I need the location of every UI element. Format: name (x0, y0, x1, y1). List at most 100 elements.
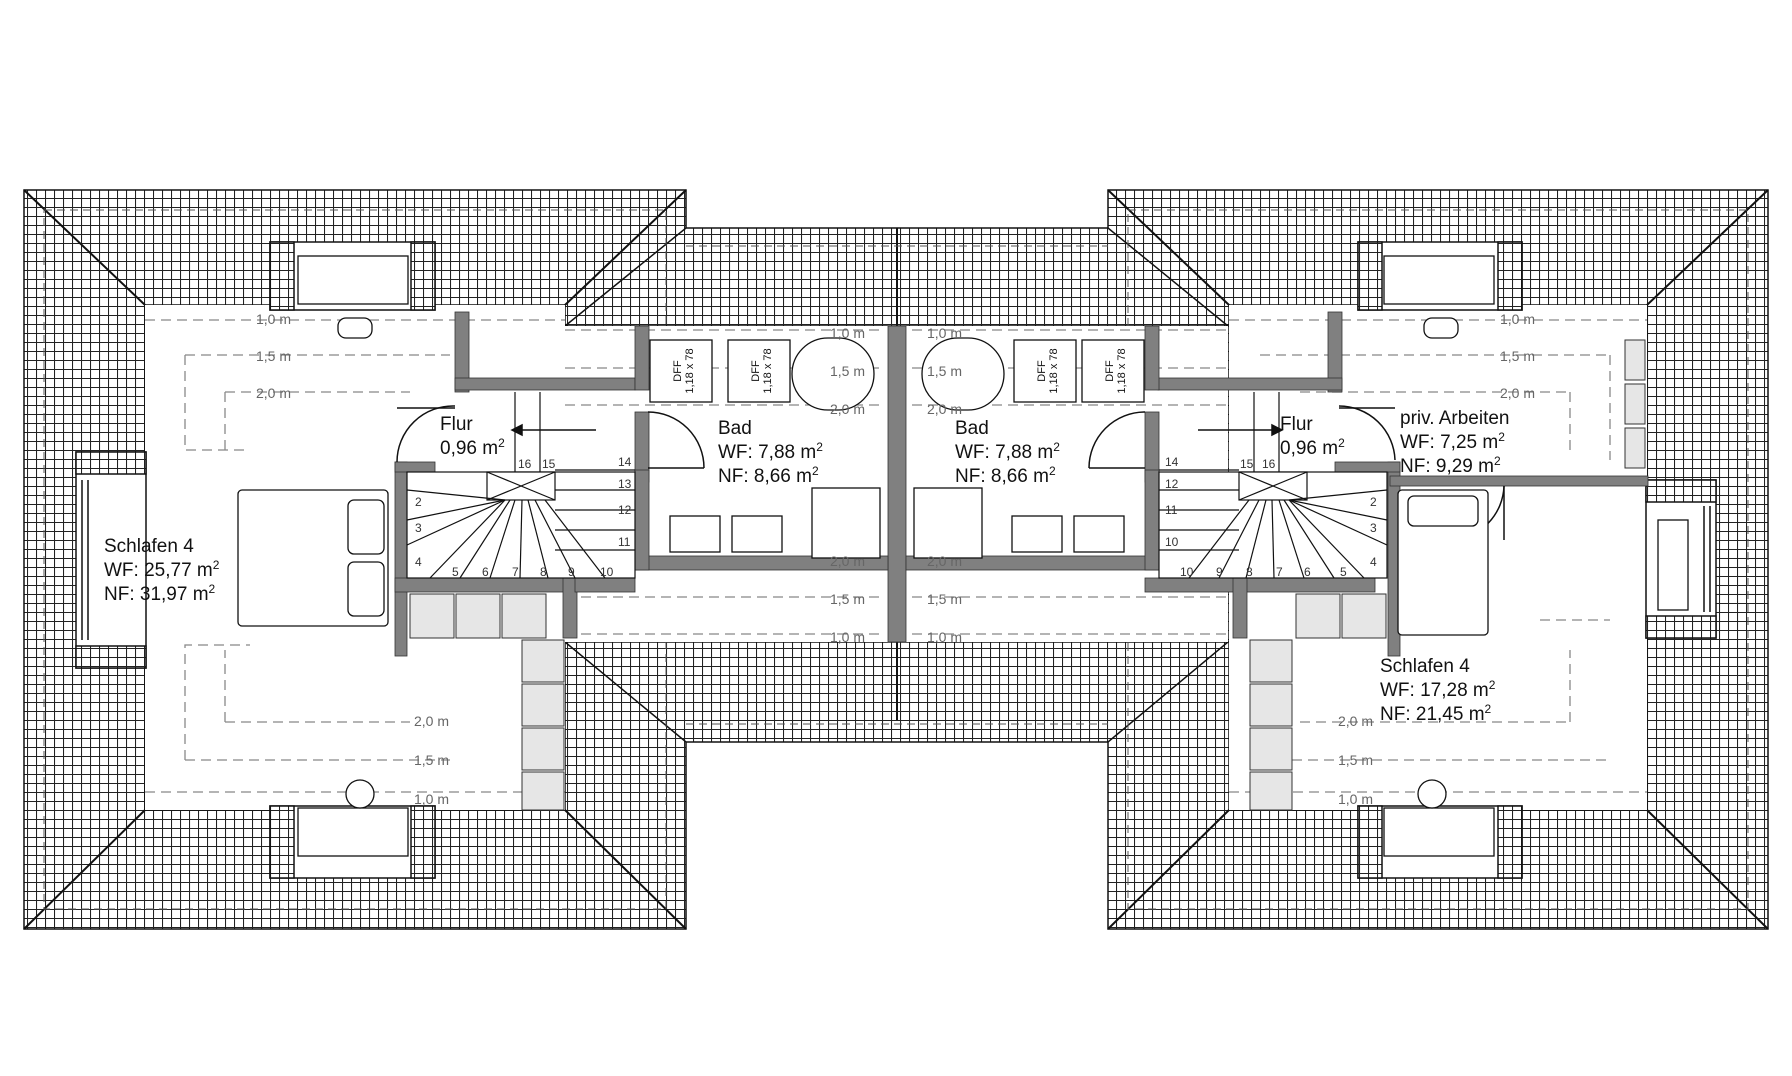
svg-text:NF: 21,45 m2: NF: 21,45 m2 (1380, 702, 1492, 725)
area-sup: 2 (498, 436, 505, 450)
height-label: 2,0 m (830, 553, 865, 569)
area-sup: 2 (1338, 436, 1345, 450)
stair-step: 16 (518, 457, 532, 471)
stair-arrows (510, 423, 1284, 437)
skylight-label: DFF (672, 360, 684, 382)
height-label: 2,0 m (830, 401, 865, 417)
skylight-size: 1,18 x 78 (1048, 348, 1060, 393)
height-label: 2,0 m (1500, 385, 1535, 401)
area-sup: 2 (1489, 678, 1496, 692)
stair-step: 8 (540, 565, 547, 579)
stair-step: 6 (482, 565, 489, 579)
svg-text:WF: 17,28 m2: WF: 17,28 m2 (1380, 678, 1496, 701)
svg-text:NF: 31,97 m2: NF: 31,97 m2 (104, 582, 216, 605)
stair-step: 12 (1165, 477, 1179, 491)
stair-step: 3 (1370, 521, 1377, 535)
room-nf-bad-right: NF: 8,66 m (955, 466, 1049, 487)
stairs-right (1158, 392, 1388, 579)
height-label: 1,5 m (927, 591, 962, 607)
area-sup: 2 (1049, 464, 1056, 478)
room-wf-schlafen-left: WF: 25,77 m (104, 560, 213, 581)
room-name-schlafen-left: Schlafen 4 (104, 536, 194, 557)
room-name-bad-left: Bad (718, 418, 752, 439)
svg-text:WF: 7,88 m2: WF: 7,88 m2 (955, 440, 1060, 463)
svg-text:WF: 7,88 m2: WF: 7,88 m2 (718, 440, 823, 463)
svg-text:WF: 25,77 m2: WF: 25,77 m2 (104, 558, 220, 581)
height-label: 1,5 m (1500, 348, 1535, 364)
room-nf-schlafen-left: NF: 31,97 m (104, 584, 209, 605)
stair-step: 10 (600, 565, 614, 579)
stair-step: 7 (512, 565, 519, 579)
roof (23, 189, 1769, 930)
svg-text:0,96 m2: 0,96 m2 (1280, 436, 1345, 459)
height-label: 1,0 m (414, 791, 449, 807)
skylight-label: DFF (1036, 360, 1048, 382)
height-label: 1,5 m (414, 752, 449, 768)
room-nf-bad-left: NF: 8,66 m (718, 466, 812, 487)
stair-step: 4 (415, 555, 422, 569)
room-name-bad-right: Bad (955, 418, 989, 439)
height-label: 2,0 m (927, 401, 962, 417)
room-wf-bad-left: WF: 7,88 m (718, 442, 816, 463)
furniture (237, 255, 1689, 857)
area-sup: 2 (1485, 702, 1492, 716)
height-label: 2,0 m (1338, 713, 1373, 729)
stair-step: 11 (1165, 503, 1178, 517)
stair-step: 11 (618, 535, 631, 549)
skylight-size: 1,18 x 78 (1116, 348, 1128, 393)
height-label: 2,0 m (256, 385, 291, 401)
room-name-flur-left: Flur (440, 414, 473, 435)
stair-step: 9 (568, 565, 575, 579)
height-label: 1,5 m (927, 363, 962, 379)
area-sup: 2 (1053, 440, 1060, 454)
room-name-schlafen-right: Schlafen 4 (1380, 656, 1470, 677)
height-label: 1,5 m (1338, 752, 1373, 768)
cabinets (409, 339, 1646, 811)
stair-step: 8 (1246, 565, 1253, 579)
height-label: 1,0 m (1500, 311, 1535, 327)
stair-step: 15 (542, 457, 556, 471)
area-sup: 2 (213, 558, 220, 572)
stair-step: 5 (452, 565, 459, 579)
height-labels: 1,0 m 1,5 m 2,0 m 2,0 m 1,5 m 1,0 m 1,0 … (256, 311, 1535, 807)
skylight-label: DFF (750, 360, 762, 382)
height-label: 1,0 m (1338, 791, 1373, 807)
doors (396, 405, 1505, 541)
room-name-arbeiten: priv. Arbeiten (1400, 408, 1509, 429)
stair-step: 5 (1340, 565, 1347, 579)
height-label: 1,0 m (256, 311, 291, 327)
room-wf-arbeiten: WF: 7,25 m (1400, 432, 1498, 453)
height-label: 2,0 m (927, 553, 962, 569)
stair-step: 2 (1370, 495, 1377, 509)
skylight-label: DFF (1104, 360, 1116, 382)
stair-step: 7 (1276, 565, 1283, 579)
skylight-size: 1,18 x 78 (684, 348, 696, 393)
area-sup: 2 (209, 582, 216, 596)
bath-fixtures (649, 337, 1145, 559)
room-labels: Schlafen 4 WF: 25,77 m2 NF: 31,97 m2 Flu… (104, 408, 1509, 725)
height-label: 2,0 m (414, 713, 449, 729)
stairs-left (406, 392, 636, 579)
stair-step: 6 (1304, 565, 1311, 579)
svg-text:WF: 7,25 m2: WF: 7,25 m2 (1400, 430, 1505, 453)
stair-step: 13 (618, 477, 632, 491)
skylight-size: 1,18 x 78 (762, 348, 774, 393)
svg-text:0,96 m2: 0,96 m2 (440, 436, 505, 459)
svg-text:NF: 9,29 m2: NF: 9,29 m2 (1400, 454, 1501, 477)
svg-text:NF: 8,66 m2: NF: 8,66 m2 (955, 464, 1056, 487)
stair-step: 14 (618, 455, 632, 469)
stair-step: 14 (1165, 455, 1179, 469)
room-name-flur-right: Flur (1280, 414, 1313, 435)
walls (394, 311, 1649, 657)
stair-step: 10 (1165, 535, 1179, 549)
stair-step: 10 (1180, 565, 1194, 579)
area-sup: 2 (1494, 454, 1501, 468)
room-wf-schlafen-right: WF: 17,28 m (1380, 680, 1489, 701)
stair-step: 16 (1262, 457, 1276, 471)
height-label: 1,5 m (830, 363, 865, 379)
height-label: 1,0 m (830, 325, 865, 341)
stair-step: 4 (1370, 555, 1377, 569)
height-label: 1,0 m (830, 629, 865, 645)
